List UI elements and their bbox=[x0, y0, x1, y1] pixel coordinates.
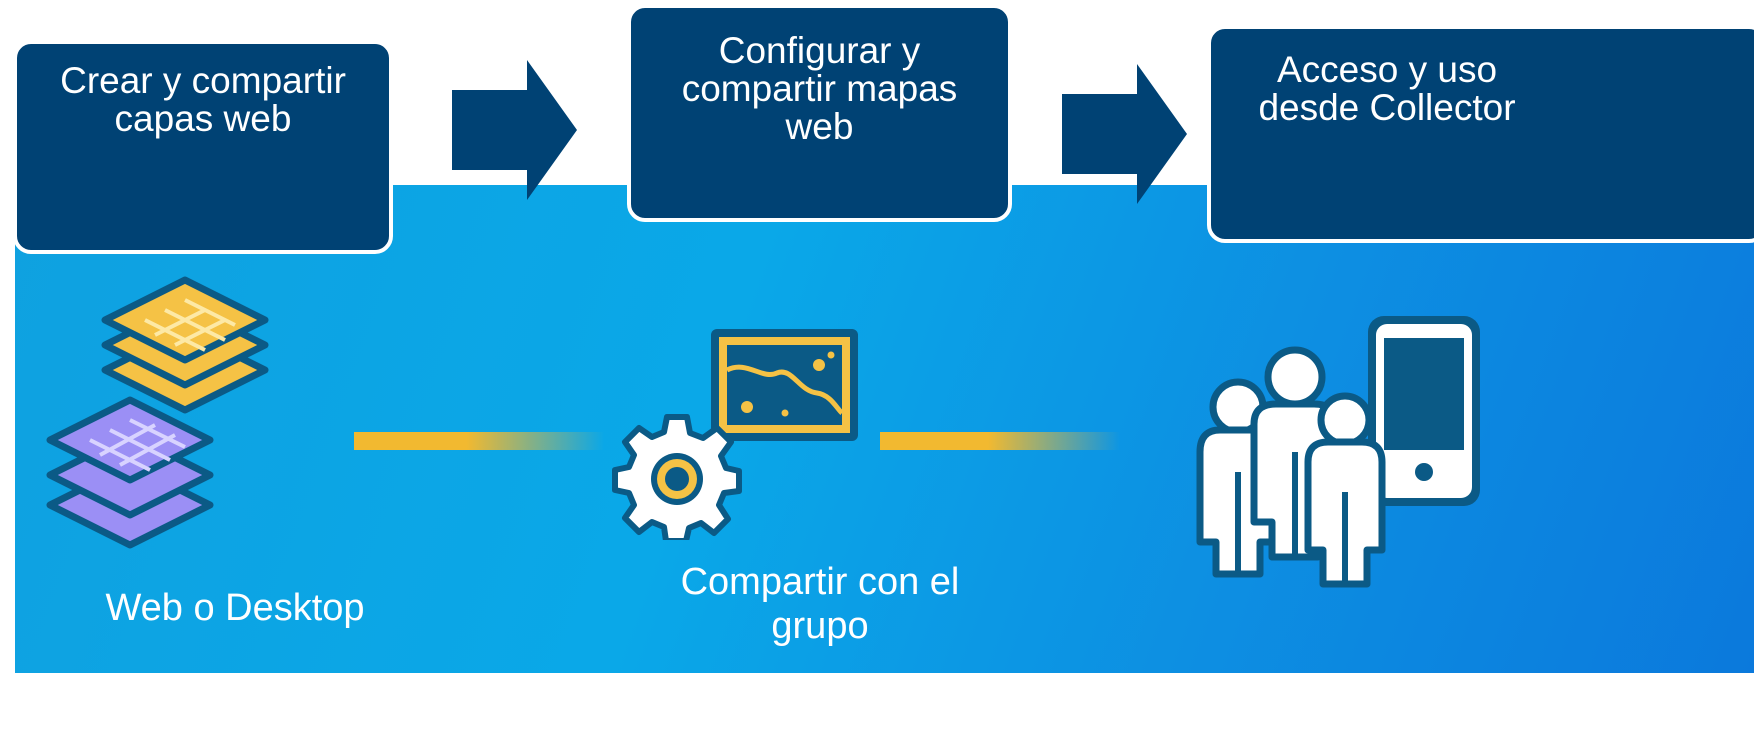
right-arrow-icon bbox=[452, 60, 577, 200]
step-label: Acceso y uso desde Collector bbox=[1258, 49, 1516, 128]
caption-web-desktop: Web o Desktop bbox=[105, 587, 365, 629]
web-layers-icon bbox=[46, 276, 269, 549]
connector-line bbox=[880, 432, 1120, 450]
gear-icon bbox=[612, 414, 742, 540]
step-box-collector-access: Acceso y uso desde Collector bbox=[1207, 25, 1754, 243]
step-box-create-layers: Crear y compartir capas web bbox=[13, 40, 393, 254]
web-map-icon bbox=[711, 329, 858, 441]
right-arrow-icon bbox=[1062, 64, 1187, 204]
connector-line bbox=[354, 432, 604, 450]
mobile-users-icon bbox=[1196, 316, 1480, 588]
step-label: Crear y compartir capas web bbox=[60, 60, 346, 139]
step-label: Configurar y compartir mapas web bbox=[681, 30, 958, 147]
step-box-configure-maps: Configurar y compartir mapas web bbox=[627, 4, 1012, 222]
caption-share-with-group: Compartir con el grupo bbox=[680, 561, 960, 647]
